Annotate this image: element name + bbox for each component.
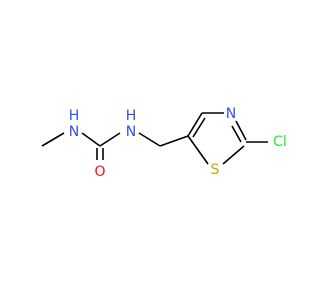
bond-c5-c4 (187, 112, 203, 137)
bond-n-carbonyl (81, 132, 101, 147)
bond-c5-c4-inner (192, 117, 206, 138)
molecule-structure: H N H N O N S Cl (41, 106, 287, 180)
atom-cl: Cl (273, 134, 287, 150)
bond-methyl-n (41, 132, 65, 147)
bond-s1-c5 (187, 135, 209, 165)
bond-n3-c2-inner (231, 125, 242, 143)
bond-n2-ch2 (138, 132, 161, 147)
atom-s-thiazole: S (211, 162, 220, 178)
bond-carbonyl-n2 (99, 132, 121, 147)
atom-n-thiazole: N (226, 106, 236, 122)
bond-ch2-c5 (159, 135, 189, 147)
atom-h-methyl-amide: H (69, 108, 80, 124)
bond-n3-c2 (235, 120, 247, 141)
atom-n-methyl-amide: N (69, 124, 79, 140)
atoms: H N H N O N S Cl (69, 106, 287, 180)
atom-n-ch2-amide: N (126, 124, 136, 140)
bond-c2-s1 (222, 145, 245, 165)
atom-o-carbonyl: O (94, 164, 105, 180)
bonds (41, 112, 268, 165)
atom-h-ch2-amide: H (126, 108, 137, 124)
